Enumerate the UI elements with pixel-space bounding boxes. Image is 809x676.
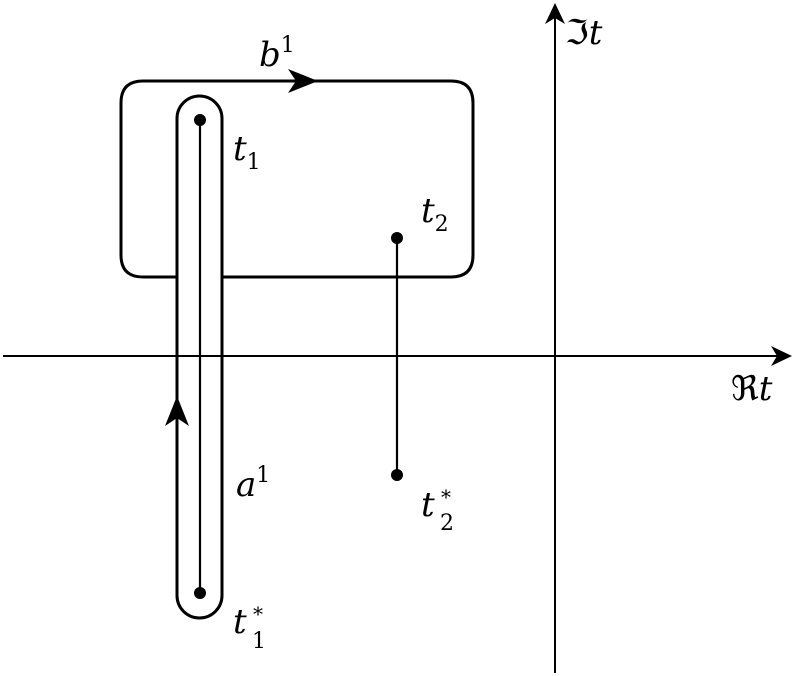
real-axis-label: ℜt — [731, 369, 773, 409]
label-t2-star-sub: 2 — [440, 511, 454, 536]
label-a-cycle: a1 — [236, 463, 270, 505]
imaginary-axis-arrowhead-icon — [545, 3, 565, 24]
b-cycle-arrow-icon — [288, 69, 318, 93]
label-t1-star: t — [233, 602, 247, 642]
label-t1-star-sub: 1 — [252, 629, 266, 654]
point-t2-star — [391, 469, 403, 481]
label-t2-star: t — [421, 485, 435, 525]
a-cycle-path — [175, 94, 224, 620]
label-t2-star-sup: * — [441, 485, 451, 509]
a-cycle-arrow-icon — [165, 396, 189, 426]
label-t2: t2 — [421, 191, 449, 237]
label-t1: t1 — [233, 129, 261, 175]
point-t2 — [391, 232, 403, 244]
b-cycle-path — [119, 79, 475, 279]
point-t1 — [194, 114, 206, 126]
real-axis-arrowhead-icon — [771, 346, 792, 366]
label-b-cycle: b1 — [259, 33, 295, 75]
point-t1-star — [194, 587, 206, 599]
imaginary-axis-label: ℑt — [565, 13, 603, 53]
label-t1-star-sup: * — [253, 602, 263, 626]
